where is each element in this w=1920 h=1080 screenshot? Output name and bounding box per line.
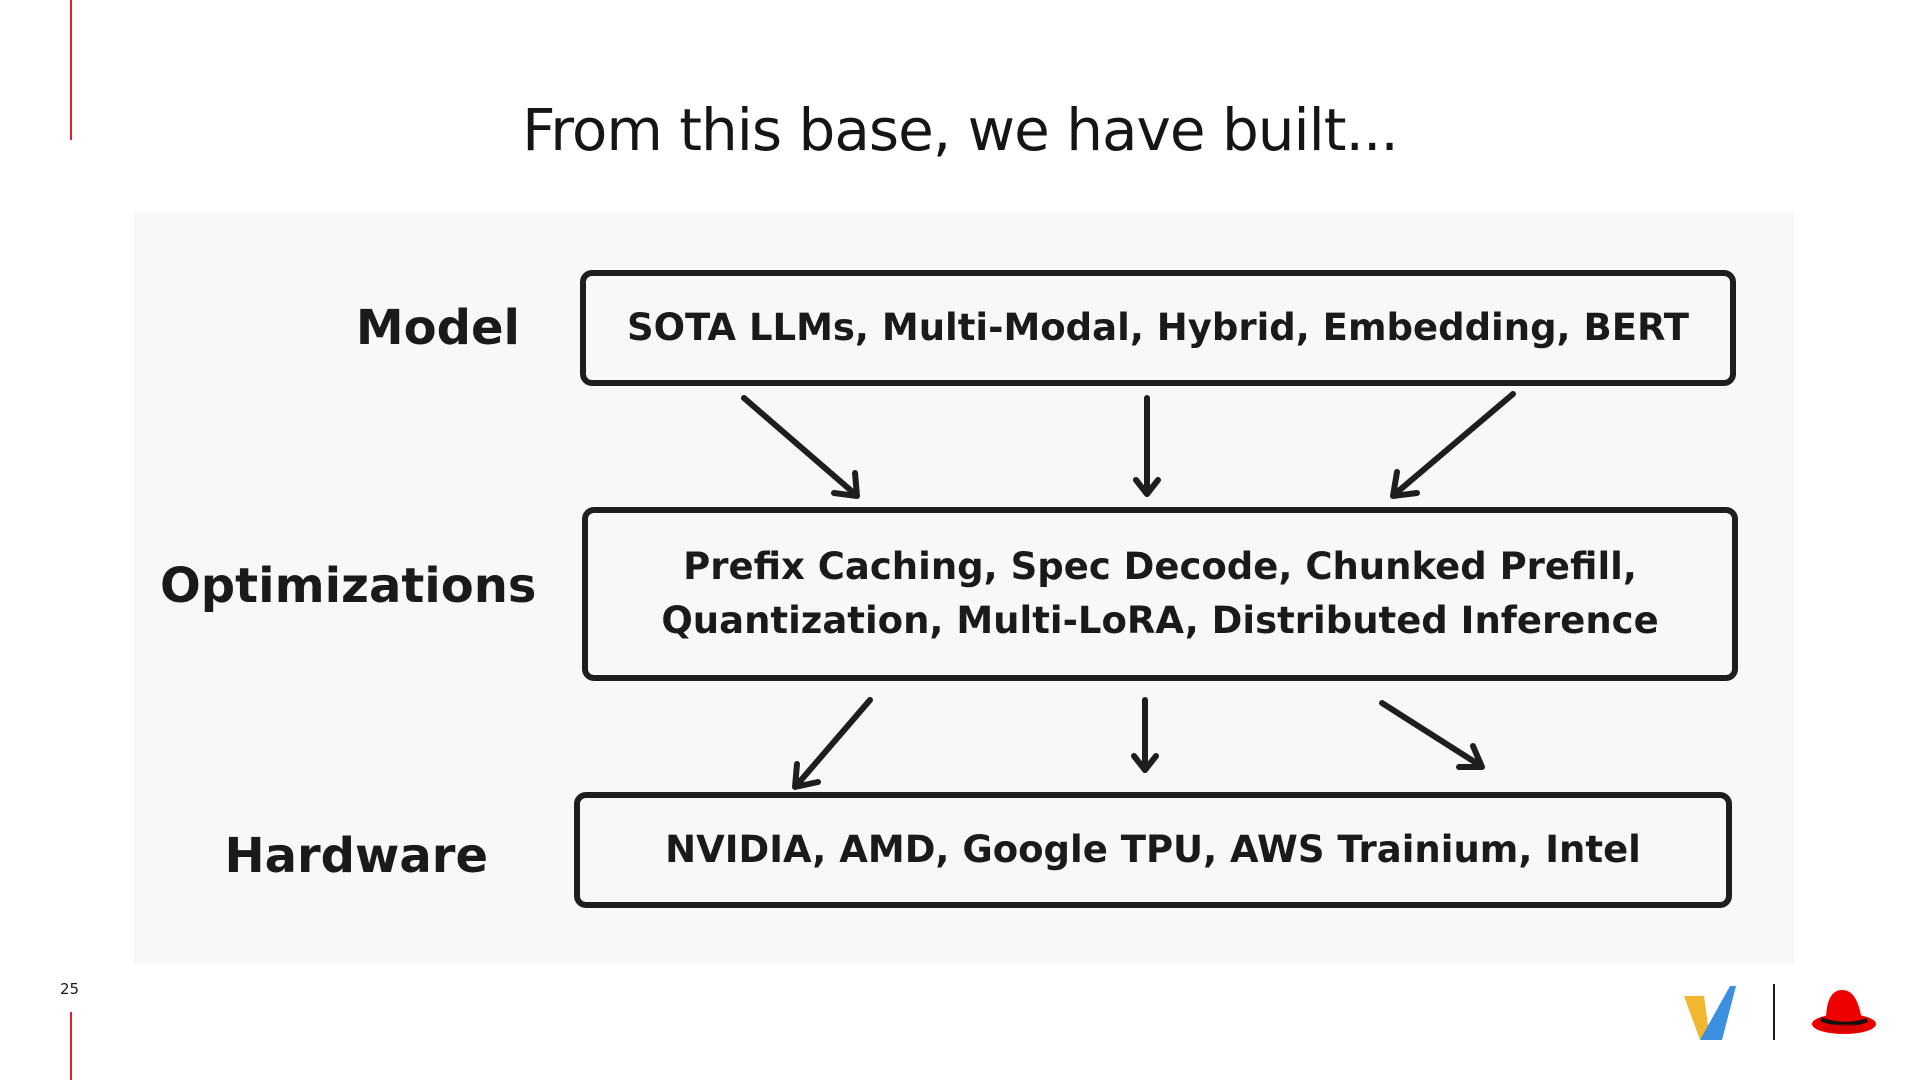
hardware-box-text: NVIDIA, AMD, Google TPU, AWS Trainium, I… — [665, 828, 1641, 872]
model-box-text: SOTA LLMs, Multi-Modal, Hybrid, Embeddin… — [626, 306, 1690, 350]
logo-divider — [1773, 984, 1775, 1040]
accent-rule-bottom — [70, 1012, 72, 1080]
model-box: SOTA LLMs, Multi-Modal, Hybrid, Embeddin… — [580, 270, 1736, 386]
slide-title: From this base, we have built... — [522, 96, 1399, 164]
row-label-optimizations: Optimizations — [160, 558, 537, 614]
row-label-model: Model — [355, 300, 520, 356]
optimizations-box: Prefix Caching, Spec Decode, Chunked Pre… — [582, 507, 1738, 681]
vllm-logo-icon — [1684, 986, 1736, 1040]
optimizations-box-line-2: Quantization, Multi-LoRA, Distributed In… — [661, 599, 1659, 642]
hardware-box: NVIDIA, AMD, Google TPU, AWS Trainium, I… — [574, 792, 1732, 908]
row-label-hardware: Hardware — [224, 828, 488, 884]
optimizations-box-line-1: Prefix Caching, Spec Decode, Chunked Pre… — [683, 545, 1637, 589]
page-number: 25 — [60, 980, 80, 998]
accent-rule-top — [70, 0, 72, 140]
red-hat-logo-icon — [1812, 990, 1876, 1034]
